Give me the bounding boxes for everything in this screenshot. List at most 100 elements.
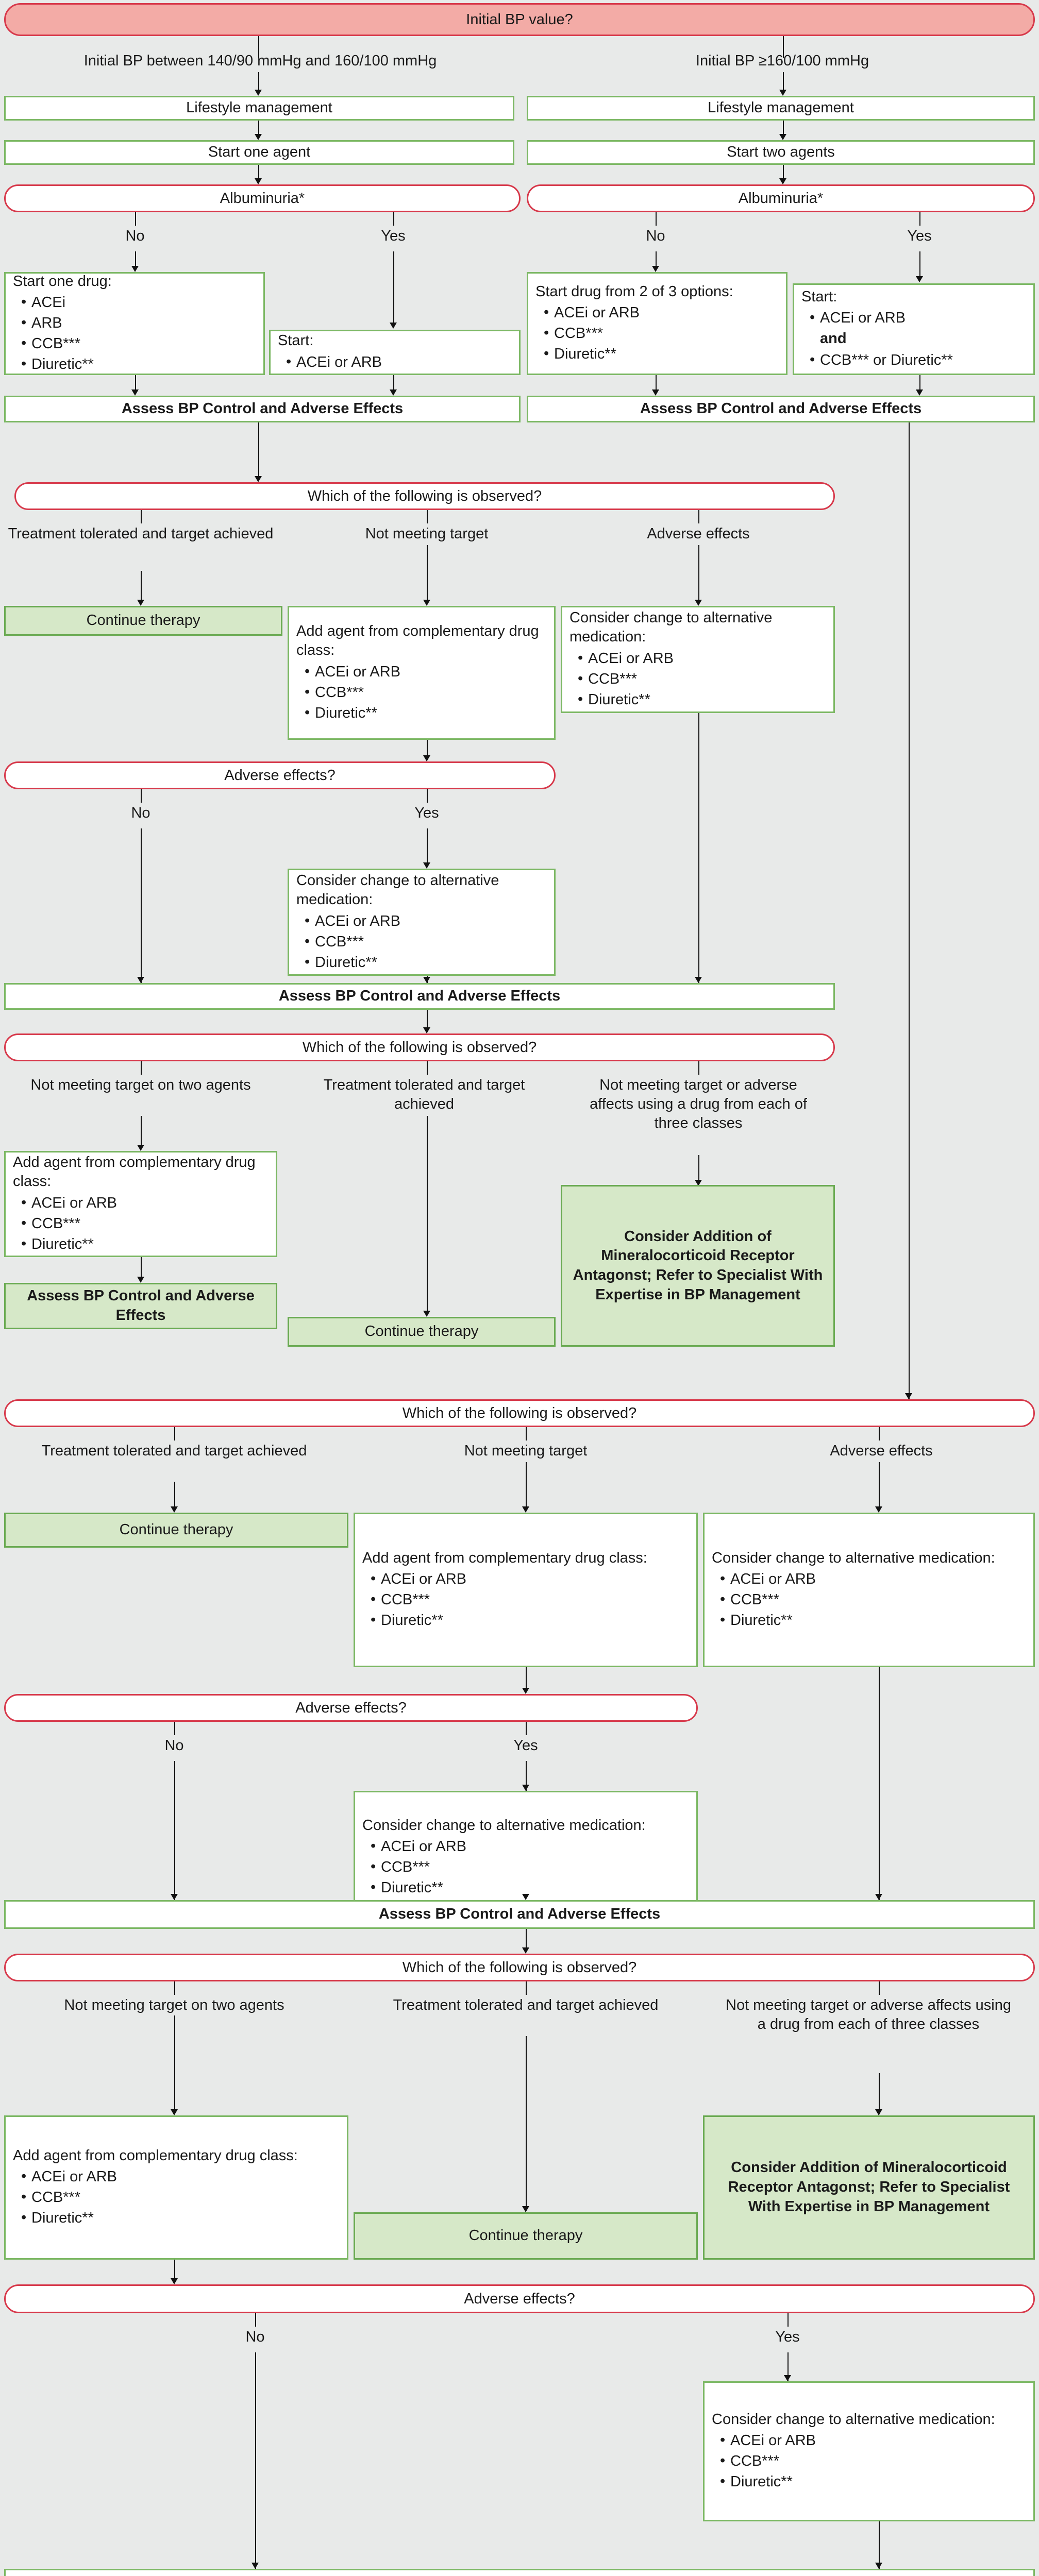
arrow-head	[916, 389, 923, 396]
label-no: No	[125, 228, 145, 244]
arrow-head	[255, 476, 262, 482]
node-continue-therapy-2[interactable]: Continue therapy	[288, 1317, 556, 1347]
connector	[255, 2313, 256, 2327]
arrow-head	[137, 1277, 144, 1283]
connector	[783, 165, 784, 179]
connector	[174, 1482, 175, 1507]
node-lifestyle-right[interactable]: Lifestyle management	[527, 96, 1035, 121]
arrow-head	[390, 389, 397, 396]
node-start-acei-arb[interactable]: Start: ACEi or ARB	[269, 330, 521, 375]
connector	[258, 121, 259, 135]
node-mra-referral-2[interactable]: Consider Addition of Mineralocorticoid R…	[703, 2115, 1035, 2260]
node-assess-4[interactable]: Assess BP Control and Adverse Effects	[4, 2569, 1035, 2576]
drug-list: ACEi or ARB	[801, 308, 1026, 328]
node-mra-referral-1[interactable]: Consider Addition of Mineralocorticoid R…	[561, 1185, 835, 1347]
connector	[698, 1061, 699, 1075]
arrow-head	[779, 178, 786, 184]
connector	[258, 165, 259, 179]
node-start-one-drug[interactable]: Start one drug: ACEi ARB CCB*** Diuretic…	[4, 272, 265, 375]
label-yes: Yes	[775, 2329, 800, 2345]
connector	[174, 1761, 175, 1901]
connector	[919, 251, 920, 277]
node-assess-3[interactable]: Assess BP Control and Adverse Effects	[4, 1900, 1035, 1929]
node-continue-therapy-4[interactable]: Continue therapy	[354, 2212, 698, 2260]
decision-adverse-effects-2[interactable]: Adverse effects?	[4, 1694, 698, 1722]
node-start-one-agent[interactable]: Start one agent	[4, 140, 514, 165]
decision-which-observed-1[interactable]: Which of the following is observed?	[14, 482, 835, 510]
node-label: Assess BP Control and Adverse Effects	[372, 2573, 667, 2576]
arrow-head	[784, 2375, 791, 2381]
node-start-2of3[interactable]: Start drug from 2 of 3 options: ACEi or …	[527, 272, 787, 375]
node-add-agent-2[interactable]: Add agent from complementary drug class:…	[4, 1151, 277, 1257]
connector	[526, 1462, 527, 1507]
node-continue-therapy-3[interactable]: Continue therapy	[4, 1513, 348, 1548]
node-assess-small[interactable]: Assess BP Control and Adverse Effects	[4, 1283, 277, 1329]
label-not-meeting-or-adverse: Not meeting target or adverse affects us…	[726, 1997, 1011, 2033]
connector	[919, 375, 920, 391]
node-label: Lifestyle management	[186, 99, 332, 116]
connector	[783, 121, 784, 135]
node-assess-right[interactable]: Assess BP Control and Adverse Effects	[527, 396, 1035, 422]
connector	[174, 1722, 175, 1735]
arrow-head	[779, 90, 786, 96]
node-consider-change-3[interactable]: Consider change to alternative medicatio…	[703, 1513, 1035, 1667]
label-tolerated-target: Treatment tolerated and target achieved	[323, 1077, 525, 1113]
connector	[879, 1427, 880, 1440]
node-consider-change-5[interactable]: Consider change to alternative medicatio…	[703, 2381, 1035, 2521]
connector	[698, 545, 699, 601]
list-item: ACEi or ARB	[543, 303, 779, 323]
decision-which-observed-4[interactable]: Which of the following is observed?	[4, 1954, 1035, 1981]
arrow-head	[423, 1311, 430, 1317]
connector	[698, 1155, 699, 1181]
node-body: Consider change to alternative medicatio…	[705, 2405, 1033, 2498]
list-item: ARB	[20, 313, 256, 333]
node-assess-2[interactable]: Assess BP Control and Adverse Effects	[4, 983, 835, 1010]
connector	[135, 212, 136, 226]
connector	[141, 510, 142, 523]
decision-label: Albuminuria*	[738, 190, 824, 207]
list-item: Diuretic**	[719, 1611, 1026, 1631]
connector	[255, 2352, 256, 2570]
node-label: Assess BP Control and Adverse Effects	[378, 1906, 661, 1923]
decision-which-observed-3[interactable]: Which of the following is observed?	[4, 1399, 1035, 1427]
decision-which-observed-2[interactable]: Which of the following is observed?	[4, 1033, 835, 1061]
node-start-combination[interactable]: Start: ACEi or ARB and CCB*** or Diureti…	[793, 283, 1035, 375]
decision-adverse-effects-1[interactable]: Adverse effects?	[4, 761, 556, 789]
decision-albuminuria-right[interactable]: Albuminuria*	[527, 184, 1035, 212]
drug-list: ACEi or ARB CCB*** Diuretic**	[569, 649, 826, 709]
arrow-head	[522, 1785, 529, 1791]
connector	[879, 1981, 880, 1995]
decision-albuminuria-left[interactable]: Albuminuria*	[4, 184, 521, 212]
arrow-head	[131, 266, 139, 272]
list-item: ACEi or ARB	[719, 1569, 1026, 1589]
label-yes: Yes	[513, 1737, 538, 1754]
arrow-head	[137, 600, 144, 606]
node-add-agent-3[interactable]: Add agent from complementary drug class:…	[354, 1513, 698, 1667]
arrow-head	[875, 2109, 882, 2115]
arrow-head	[171, 2109, 178, 2115]
list-item: CCB***	[304, 683, 547, 703]
arrow-head	[522, 1506, 529, 1513]
node-consider-change-2[interactable]: Consider change to alternative medicatio…	[288, 869, 556, 976]
node-start-two-agents[interactable]: Start two agents	[527, 140, 1035, 165]
list-item: Diuretic**	[577, 690, 826, 710]
decision-adverse-effects-3[interactable]: Adverse effects?	[4, 2284, 1035, 2313]
connector	[427, 510, 428, 523]
decision-initial-bp[interactable]: Initial BP value?	[4, 3, 1035, 36]
label-no: No	[646, 228, 665, 244]
conjunction-and: and	[820, 330, 847, 347]
connector	[141, 828, 142, 983]
node-add-agent-1[interactable]: Add agent from complementary drug class:…	[288, 606, 556, 740]
node-title: Consider change to alternative medicatio…	[712, 2411, 995, 2428]
label-tolerated-target: Treatment tolerated and target achieved	[8, 526, 274, 542]
node-lifestyle-left[interactable]: Lifestyle management	[4, 96, 514, 121]
connector	[526, 1929, 527, 1948]
node-label: Lifestyle management	[708, 99, 854, 116]
node-title: Start:	[278, 332, 314, 349]
node-continue-therapy[interactable]: Continue therapy	[4, 606, 282, 636]
list-item: CCB***	[370, 1857, 689, 1877]
node-consider-change-1[interactable]: Consider change to alternative medicatio…	[561, 606, 835, 713]
label-yes: Yes	[381, 228, 406, 244]
node-add-agent-4[interactable]: Add agent from complementary drug class:…	[4, 2115, 348, 2260]
node-assess-left[interactable]: Assess BP Control and Adverse Effects	[4, 396, 521, 422]
